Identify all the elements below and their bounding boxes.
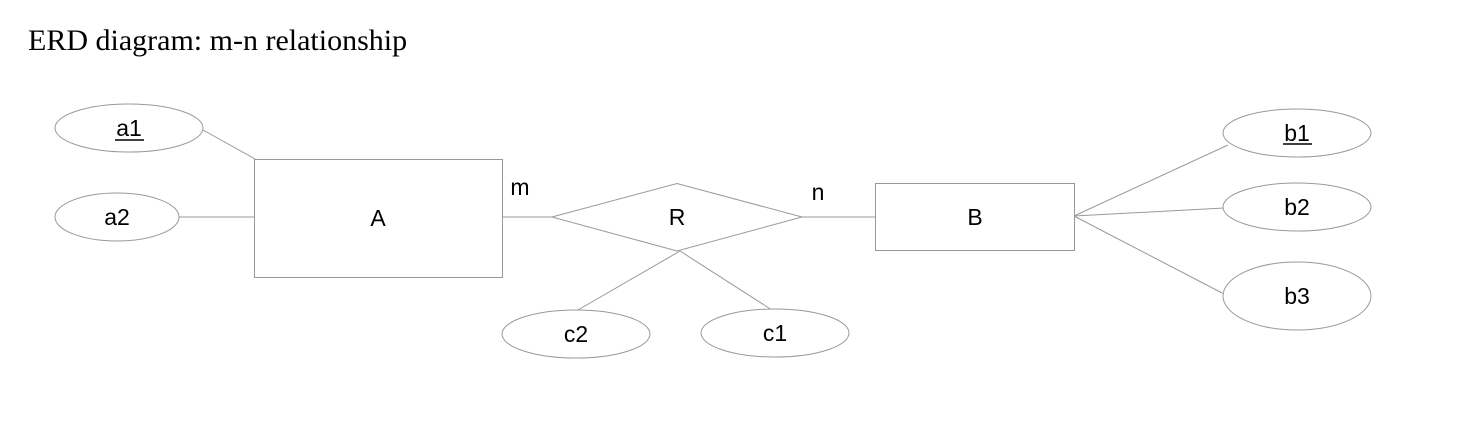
attribute-a1-label: a1 (116, 115, 142, 141)
attribute-c2-label: c2 (564, 321, 588, 347)
attribute-a1: a1 (54, 103, 204, 153)
attribute-b2-label: b2 (1284, 194, 1310, 220)
attribute-b2: b2 (1222, 182, 1372, 232)
connector-B-b1 (1073, 144, 1229, 217)
relationship-r-label: R (669, 204, 686, 230)
entity-a: A (254, 159, 503, 278)
attribute-b3-ellipse (1222, 261, 1372, 331)
attribute-b1-ellipse (1222, 108, 1372, 158)
cardinality-m: m (510, 174, 529, 200)
connector-R-c1 (679, 250, 773, 311)
relationship-r-diamond (550, 182, 804, 252)
attribute-c2-ellipse (501, 309, 651, 359)
relationship-r: R (550, 182, 804, 252)
connector-B-b2 (1073, 207, 1225, 217)
attribute-a2-label: a2 (104, 204, 130, 230)
connector-a1-A (202, 129, 256, 160)
entity-b: B (875, 183, 1075, 251)
entity-a-label: A (370, 205, 386, 231)
entity-a-box (254, 159, 503, 278)
diagram-title: ERD diagram: m-n relationship (28, 24, 408, 57)
connector-lines (178, 129, 1229, 311)
attribute-c1-label: c1 (763, 320, 787, 346)
attribute-a2-ellipse (54, 192, 180, 242)
attribute-b2-ellipse (1222, 182, 1372, 232)
attribute-c1: c1 (700, 308, 850, 358)
attribute-a2: a2 (54, 192, 180, 242)
attribute-b1-label: b1 (1284, 120, 1310, 146)
entity-b-box (875, 183, 1075, 251)
attribute-b3: b3 (1222, 261, 1372, 331)
entity-b-label: B (967, 204, 982, 230)
connector-B-b3 (1073, 215, 1225, 295)
attribute-b1: b1 (1222, 108, 1372, 158)
attribute-c2: c2 (501, 309, 651, 359)
attribute-b3-label: b3 (1284, 283, 1310, 309)
connector-R-c2 (577, 250, 681, 311)
cardinality-n: n (812, 179, 825, 205)
attribute-c1-ellipse (700, 308, 850, 358)
attribute-a1-ellipse (54, 103, 204, 153)
